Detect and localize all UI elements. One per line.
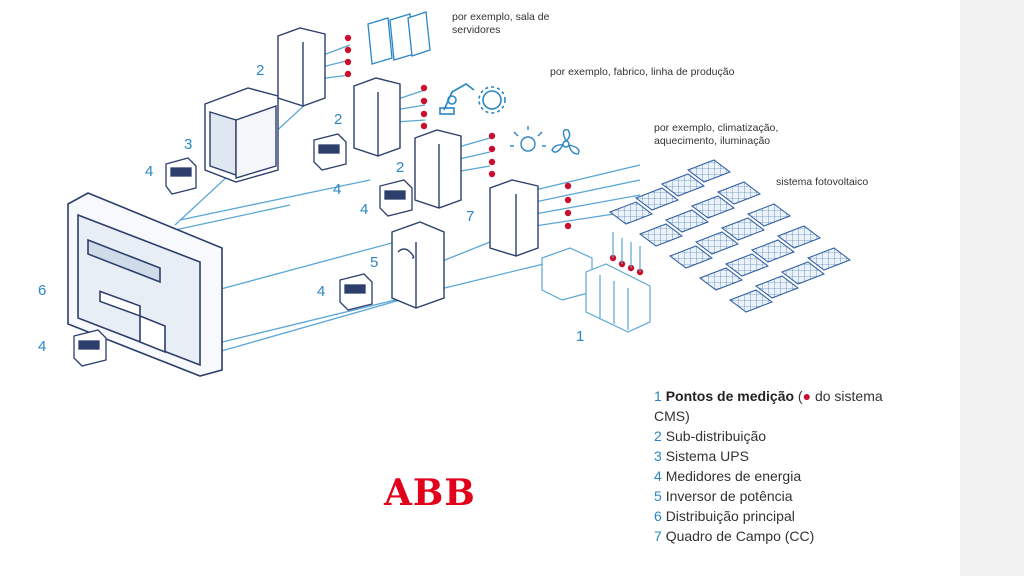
legend-item: 2 Sub-distribuição xyxy=(654,426,914,446)
note-photovoltaic: sistema fotovoltaico xyxy=(776,176,869,188)
callout-4-meter-sub2: 4 xyxy=(360,201,369,218)
callout-6-main-distribution: 6 xyxy=(38,282,47,299)
legend: 1 Pontos de medição (● do sistema CMS) 2… xyxy=(654,386,914,546)
right-margin-panel xyxy=(960,0,1024,576)
note-climate: por exemplo, climatização, aquecimento, … xyxy=(654,122,779,147)
callout-4-meter-main: 4 xyxy=(38,338,47,355)
legend-item: 5 Inversor de potência xyxy=(654,486,914,506)
callout-4-meter-sub: 4 xyxy=(333,181,342,198)
climate-lighting-icon xyxy=(510,126,580,155)
callout-7-field-panel: 7 xyxy=(466,208,475,225)
callout-4-meter-ups: 4 xyxy=(145,163,154,180)
measurement-breaker-module xyxy=(541,232,651,333)
legend-label-bold: Pontos de medição xyxy=(665,388,795,404)
schematic-drawing xyxy=(67,11,852,377)
ups-cabinet xyxy=(204,87,279,183)
legend-item: 6 Distribuição principal xyxy=(654,506,914,526)
legend-label: Sub-distribuição xyxy=(665,428,767,444)
callout-2-climate: 2 xyxy=(396,159,405,176)
callout-2-servers: 2 xyxy=(256,62,265,79)
inverter-box xyxy=(391,221,445,309)
callout-3-ups: 3 xyxy=(184,136,193,153)
callout-4-meter-inverter: 4 xyxy=(317,283,326,300)
note-production: por exemplo, fabrico, linha de produção xyxy=(550,66,735,78)
legend-label: Distribuição principal xyxy=(665,508,795,524)
legend-item: 4 Medidores de energia xyxy=(654,466,914,486)
legend-number: 2 xyxy=(654,428,662,444)
legend-item-1: 1 Pontos de medição (● do sistema CMS) xyxy=(654,386,914,426)
diagram-area: 2 2 2 3 4 4 4 4 4 5 6 7 1 por exemplo, s… xyxy=(38,11,914,546)
main-distribution-panel xyxy=(67,192,223,377)
note-servers: por exemplo, sala de servidores xyxy=(452,11,550,36)
photovoltaic-panels xyxy=(608,159,852,313)
legend-item: 7 Quadro de Campo (CC) xyxy=(654,526,914,546)
server-room-icon xyxy=(367,11,431,65)
legend-label: Sistema UPS xyxy=(665,448,749,464)
legend-label: Quadro de Campo (CC) xyxy=(665,528,815,544)
legend-label: Inversor de potência xyxy=(665,488,793,504)
legend-label-rest: do sistema CMS) xyxy=(654,388,883,424)
callout-1-measurement: 1 xyxy=(576,328,585,345)
legend-number: 7 xyxy=(654,528,662,544)
legend-label: Medidores de energia xyxy=(665,468,802,484)
legend-item: 3 Sistema UPS xyxy=(654,446,914,466)
production-line-icon xyxy=(439,83,506,115)
abb-logo: ABB xyxy=(384,472,476,514)
callout-2-production: 2 xyxy=(334,111,343,128)
field-panel-cabinet xyxy=(489,179,539,257)
callout-5-inverter: 5 xyxy=(370,254,379,271)
sub-distribution-cabinets xyxy=(277,27,462,209)
legend-number: 6 xyxy=(654,508,662,524)
legend-number: 3 xyxy=(654,448,662,464)
measurement-dot-icon: ● xyxy=(802,388,812,404)
energy-meters xyxy=(73,133,413,367)
legend-number: 1 xyxy=(654,388,662,404)
legend-paren-open: ( xyxy=(794,388,803,404)
legend-number: 4 xyxy=(654,468,662,484)
legend-number: 5 xyxy=(654,488,662,504)
